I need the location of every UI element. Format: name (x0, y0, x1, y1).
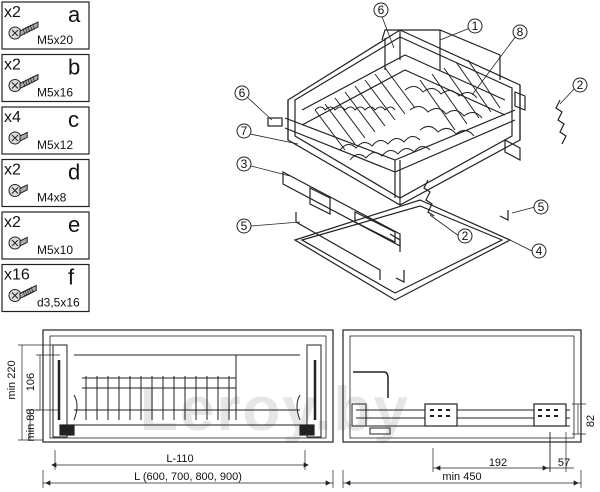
callout-2-bottom: 2 (462, 229, 469, 243)
slide-rail-3 (282, 171, 401, 252)
callout-6-left: 6 (239, 86, 246, 100)
part-qty: x2 (4, 4, 21, 21)
leader-lines (245, 13, 576, 252)
part-box (1, 158, 90, 208)
callout-5-right: 5 (538, 200, 545, 214)
part-spec: M4x8 (37, 191, 67, 205)
callout-labels: 6 1 8 2 6 7 3 5 5 2 4 (239, 3, 584, 258)
hanger-2-right (555, 99, 567, 145)
dim-l-110: L-110 (166, 453, 193, 465)
side-view (342, 329, 582, 443)
dim-min-220: min 220 (6, 360, 18, 399)
wood-screw-icon (8, 284, 37, 302)
callout-8: 8 (517, 25, 524, 39)
part-letter: d (68, 160, 80, 185)
part-letter: c (68, 107, 79, 132)
part-qty: x4 (4, 109, 21, 126)
side-dimensions (342, 403, 586, 488)
part-letter: e (68, 212, 80, 237)
part-qty: x16 (4, 267, 30, 284)
screw-short-icon (8, 184, 28, 197)
dim-l-full: L (600, 700, 800, 900) (134, 471, 242, 483)
part-6-clip (267, 117, 283, 127)
bottom-frame-4 (293, 199, 512, 301)
dim-57: 57 (558, 457, 570, 469)
part-spec: M5x12 (37, 138, 73, 152)
part-letter: a (68, 2, 81, 27)
callout-5-left: 5 (241, 219, 248, 233)
callout-3: 3 (241, 157, 248, 171)
front-rack-wires (73, 376, 301, 421)
dim-min-88: min 88 (25, 408, 37, 441)
plate-rack-wires (314, 59, 501, 161)
part-letter: f (68, 265, 75, 290)
part-letter: b (68, 55, 80, 80)
part-qty: x2 (4, 57, 21, 74)
part-spec: M5x20 (37, 33, 73, 47)
front-view (42, 329, 334, 443)
part-box (1, 53, 90, 103)
part-qty: x2 (4, 162, 21, 179)
callout-7: 7 (241, 124, 248, 138)
part-qty: x2 (4, 214, 21, 231)
front-dimensions (18, 344, 334, 488)
dim-106: 106 (25, 373, 37, 391)
callout-1: 1 (472, 19, 479, 33)
part-box (1, 1, 90, 50)
part-box (1, 263, 90, 313)
part-spec: M5x10 (37, 243, 73, 257)
basket-top (284, 29, 526, 206)
side-slide-block-left (424, 403, 458, 427)
dim-min-450: min 450 (442, 471, 481, 483)
dim-82: 82 (585, 415, 597, 427)
part-f: x16 f d3,5x16 (1, 263, 90, 313)
callout-6-top: 6 (378, 3, 385, 17)
callouts (234, 2, 588, 259)
side-slide-block-right (533, 403, 567, 427)
part-spec: d3,5x16 (37, 296, 80, 310)
bracket-5-left (295, 212, 381, 280)
part-spec: M5x16 (37, 86, 73, 100)
screw-long-icon (8, 73, 39, 92)
bracket-5-right (395, 210, 509, 283)
screw-short-icon (8, 236, 28, 250)
screw-long-icon (8, 21, 39, 40)
screw-short-icon (8, 131, 28, 145)
part-box (1, 106, 90, 155)
part-box (1, 211, 90, 260)
callout-4: 4 (536, 244, 543, 258)
hanger-2-bottom (423, 179, 435, 217)
exploded-view (245, 13, 576, 301)
callout-2-right: 2 (577, 78, 584, 92)
dim-192: 192 (489, 457, 507, 469)
